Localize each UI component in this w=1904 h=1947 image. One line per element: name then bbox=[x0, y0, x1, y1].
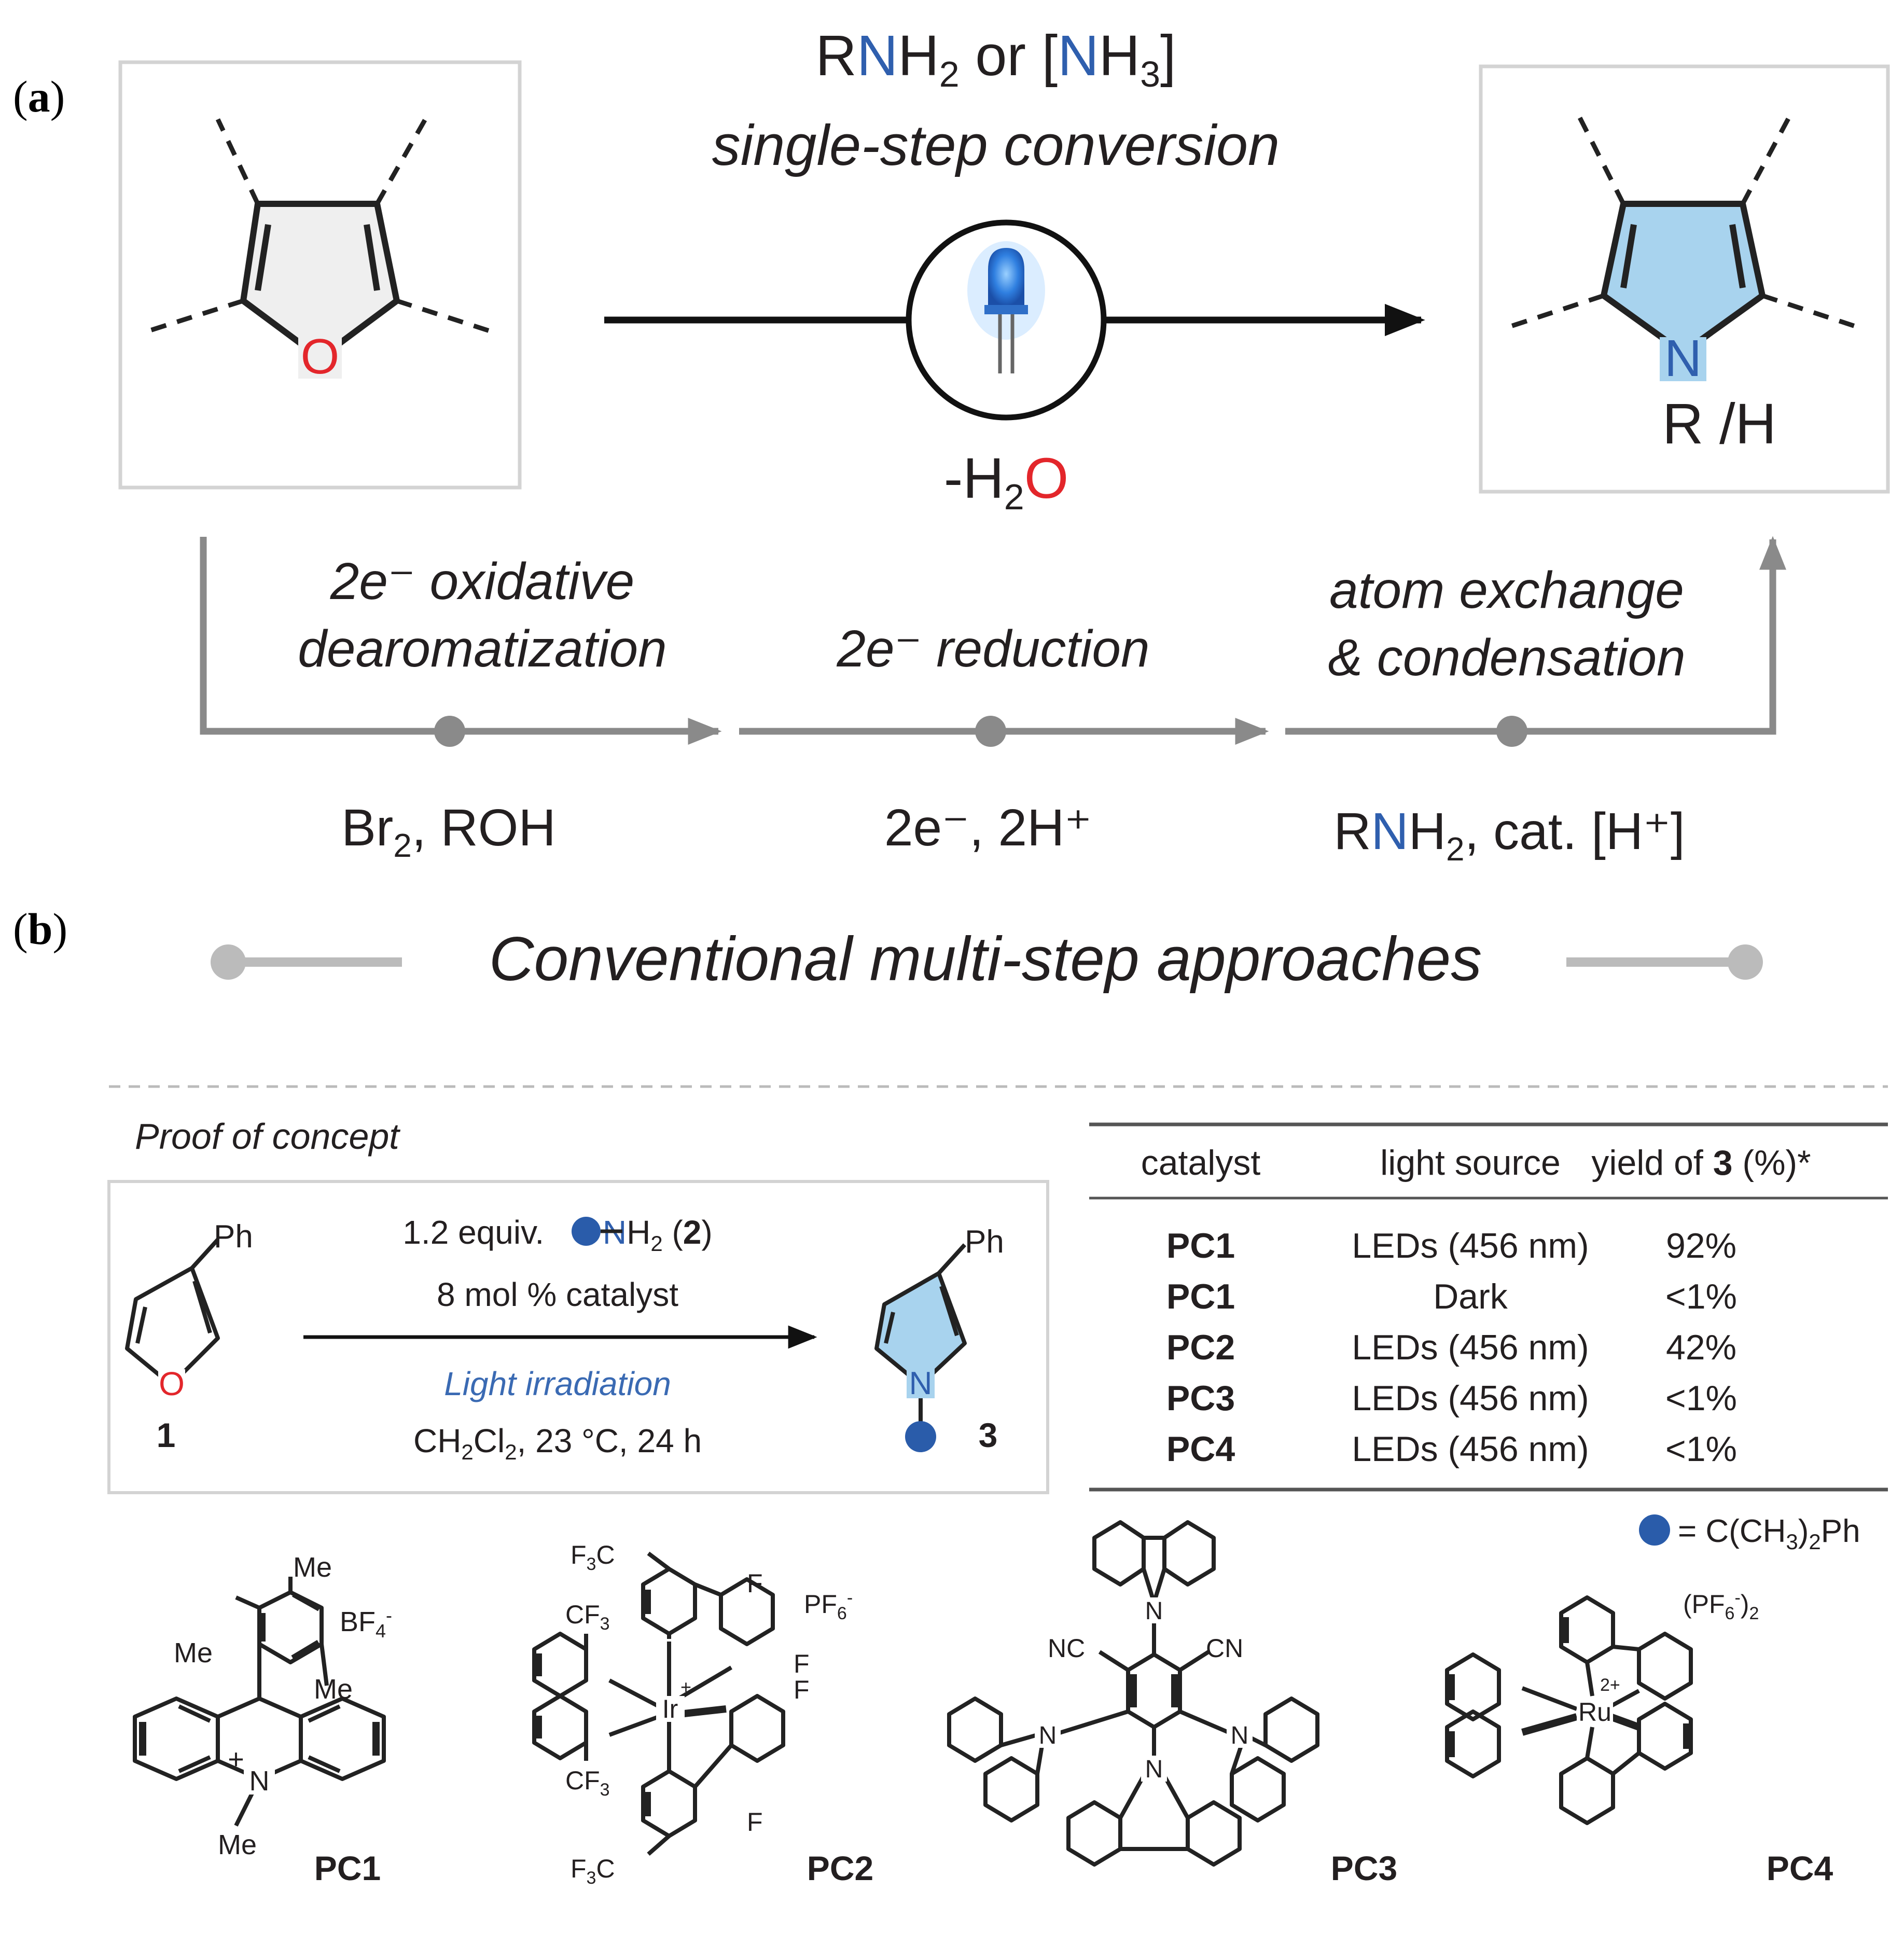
pc2-cf3-top: F3C bbox=[571, 1540, 615, 1574]
pc1-structure bbox=[133, 1577, 386, 1827]
pc3-n-right: N bbox=[1231, 1722, 1249, 1749]
substrate-oxygen: O bbox=[159, 1365, 185, 1402]
table-header-light: light source bbox=[1380, 1143, 1561, 1183]
table-cell-yield: <1% bbox=[1665, 1429, 1737, 1469]
step-1-label-line2: dearomatization bbox=[298, 620, 667, 678]
pyrrole-ring bbox=[1601, 201, 1766, 356]
pc4-structure bbox=[1445, 1595, 1693, 1825]
reagent-amine: RNH2 or [NH3] bbox=[815, 24, 1176, 94]
pc3-n-left: N bbox=[1039, 1722, 1057, 1749]
pc3-label: PC3 bbox=[1331, 1849, 1397, 1887]
table-cell-light: LEDs (456 nm) bbox=[1352, 1328, 1589, 1367]
pc1-me-right: Me bbox=[314, 1674, 353, 1705]
legend-dot-icon bbox=[1639, 1514, 1670, 1546]
pc1-me-n: Me bbox=[218, 1829, 257, 1860]
pc1-plus: + bbox=[228, 1744, 244, 1775]
furan-structure bbox=[144, 118, 494, 361]
conventional-label: Conventional multi-step approaches bbox=[489, 924, 1482, 994]
step-3-label-line2: & condensation bbox=[1328, 629, 1685, 687]
step-dot-2 bbox=[975, 716, 1006, 747]
pc2-f-2: F bbox=[794, 1649, 810, 1678]
product-id: 3 bbox=[979, 1416, 998, 1454]
table-header-yield: yield of 3 (%)* bbox=[1591, 1143, 1811, 1183]
table-cell-light: LEDs (456 nm) bbox=[1352, 1226, 1589, 1265]
pyrrole-structure bbox=[1508, 115, 1858, 356]
pc2-f-3: F bbox=[794, 1675, 810, 1704]
table-cell-yield: <1% bbox=[1665, 1379, 1737, 1418]
pc2-cf3-1: CF3 bbox=[565, 1600, 610, 1634]
pc2-cf3-2: CF3 bbox=[565, 1766, 610, 1800]
pc3-cn-left: NC bbox=[1048, 1634, 1085, 1663]
table-cell-catalyst: PC1 bbox=[1166, 1277, 1235, 1316]
step-3-label-line1: atom exchange bbox=[1329, 561, 1684, 619]
pc1-label: PC1 bbox=[314, 1849, 381, 1887]
pc2-structure bbox=[532, 1551, 785, 1856]
conversion-label: single-step conversion bbox=[712, 114, 1280, 177]
pyrrole-substituent: R /H bbox=[1662, 392, 1776, 456]
substrate-id: 1 bbox=[157, 1416, 176, 1454]
pc4-anion: (PF6-)2 bbox=[1683, 1588, 1759, 1623]
condition-line-1: 1.2 equiv. NH2 (2) bbox=[402, 1214, 712, 1256]
dot-legend: = C(CH3)2Ph bbox=[1678, 1513, 1860, 1554]
step-2-label-line1: 2e⁻ reduction bbox=[836, 620, 1149, 678]
step-1-reagent: Br2, ROH bbox=[341, 799, 555, 864]
pc1-n: N bbox=[249, 1765, 270, 1797]
table-cell-catalyst: PC1 bbox=[1166, 1226, 1235, 1265]
product-dot-icon bbox=[905, 1421, 936, 1452]
pc4-label: PC4 bbox=[1767, 1849, 1833, 1887]
table-cell-light: LEDs (456 nm) bbox=[1352, 1429, 1589, 1469]
pc3-cn-right: CN bbox=[1206, 1634, 1243, 1663]
substituent-dot-icon bbox=[572, 1217, 601, 1246]
furan-ring bbox=[240, 201, 400, 361]
water-byproduct: -H2O bbox=[944, 447, 1069, 517]
condition-line-3: Light irradiation bbox=[444, 1365, 671, 1402]
step-dot-1 bbox=[434, 716, 465, 747]
pc3-structure bbox=[947, 1520, 1319, 1867]
pyrrole-nitrogen: N bbox=[1664, 329, 1702, 387]
pc4-charge: 2+ bbox=[1600, 1675, 1620, 1695]
substrate-ph: Ph bbox=[214, 1219, 253, 1255]
table-cell-catalyst: PC4 bbox=[1166, 1429, 1235, 1469]
step-1-label-line1: 2e⁻ oxidative bbox=[330, 552, 634, 610]
table-cell-yield: <1% bbox=[1665, 1277, 1737, 1316]
pc2-f-4: F bbox=[747, 1807, 763, 1837]
pc2-charge: + bbox=[680, 1676, 691, 1698]
pc1-me-top: Me bbox=[293, 1552, 332, 1583]
pc3-n-top: N bbox=[1145, 1597, 1163, 1625]
table-header-catalyst: catalyst bbox=[1141, 1143, 1261, 1183]
pc1-me-left: Me bbox=[174, 1637, 213, 1668]
table-cell-yield: 42% bbox=[1666, 1328, 1736, 1367]
blue-led-icon bbox=[967, 241, 1045, 373]
pc1-anion: BF4- bbox=[340, 1605, 392, 1642]
table-cell-catalyst: PC3 bbox=[1166, 1379, 1235, 1418]
section-title: Proof of concept bbox=[135, 1116, 400, 1157]
pc4-metal: Ru bbox=[1578, 1698, 1611, 1727]
condition-line-2: 8 mol % catalyst bbox=[437, 1276, 678, 1313]
furan-oxygen: O bbox=[301, 329, 340, 384]
substrate-furan bbox=[125, 1238, 220, 1387]
pc2-cf3-bot: F3C bbox=[571, 1854, 615, 1888]
panel-label-b: (b) bbox=[13, 904, 67, 954]
table-cell-yield: 92% bbox=[1666, 1226, 1736, 1265]
product-nitrogen: N bbox=[909, 1366, 933, 1401]
product-ph: Ph bbox=[965, 1224, 1004, 1260]
condition-line-4: CH2Cl2, 23 °C, 24 h bbox=[413, 1422, 702, 1464]
table-cell-catalyst: PC2 bbox=[1166, 1328, 1235, 1367]
panel-label-a: (a) bbox=[13, 72, 65, 121]
table-cell-light: LEDs (456 nm) bbox=[1352, 1379, 1589, 1418]
table-cell-light: Dark bbox=[1433, 1277, 1508, 1316]
step-dot-3 bbox=[1496, 716, 1527, 747]
pc2-f-1: F bbox=[747, 1569, 763, 1598]
results-table: catalyst light source yield of 3 (%)* PC… bbox=[1089, 1122, 1888, 1492]
pc2-label: PC2 bbox=[807, 1849, 873, 1887]
pc2-anion: PF6- bbox=[804, 1588, 853, 1623]
pc3-n-bottom: N bbox=[1145, 1756, 1163, 1783]
product-pyrrole bbox=[874, 1243, 967, 1424]
step-2-reagent: 2e⁻, 2H⁺ bbox=[884, 799, 1092, 857]
step-3-reagent: RNH2, cat. [H⁺] bbox=[1333, 802, 1685, 868]
pc2-metal: Ir bbox=[662, 1694, 678, 1723]
